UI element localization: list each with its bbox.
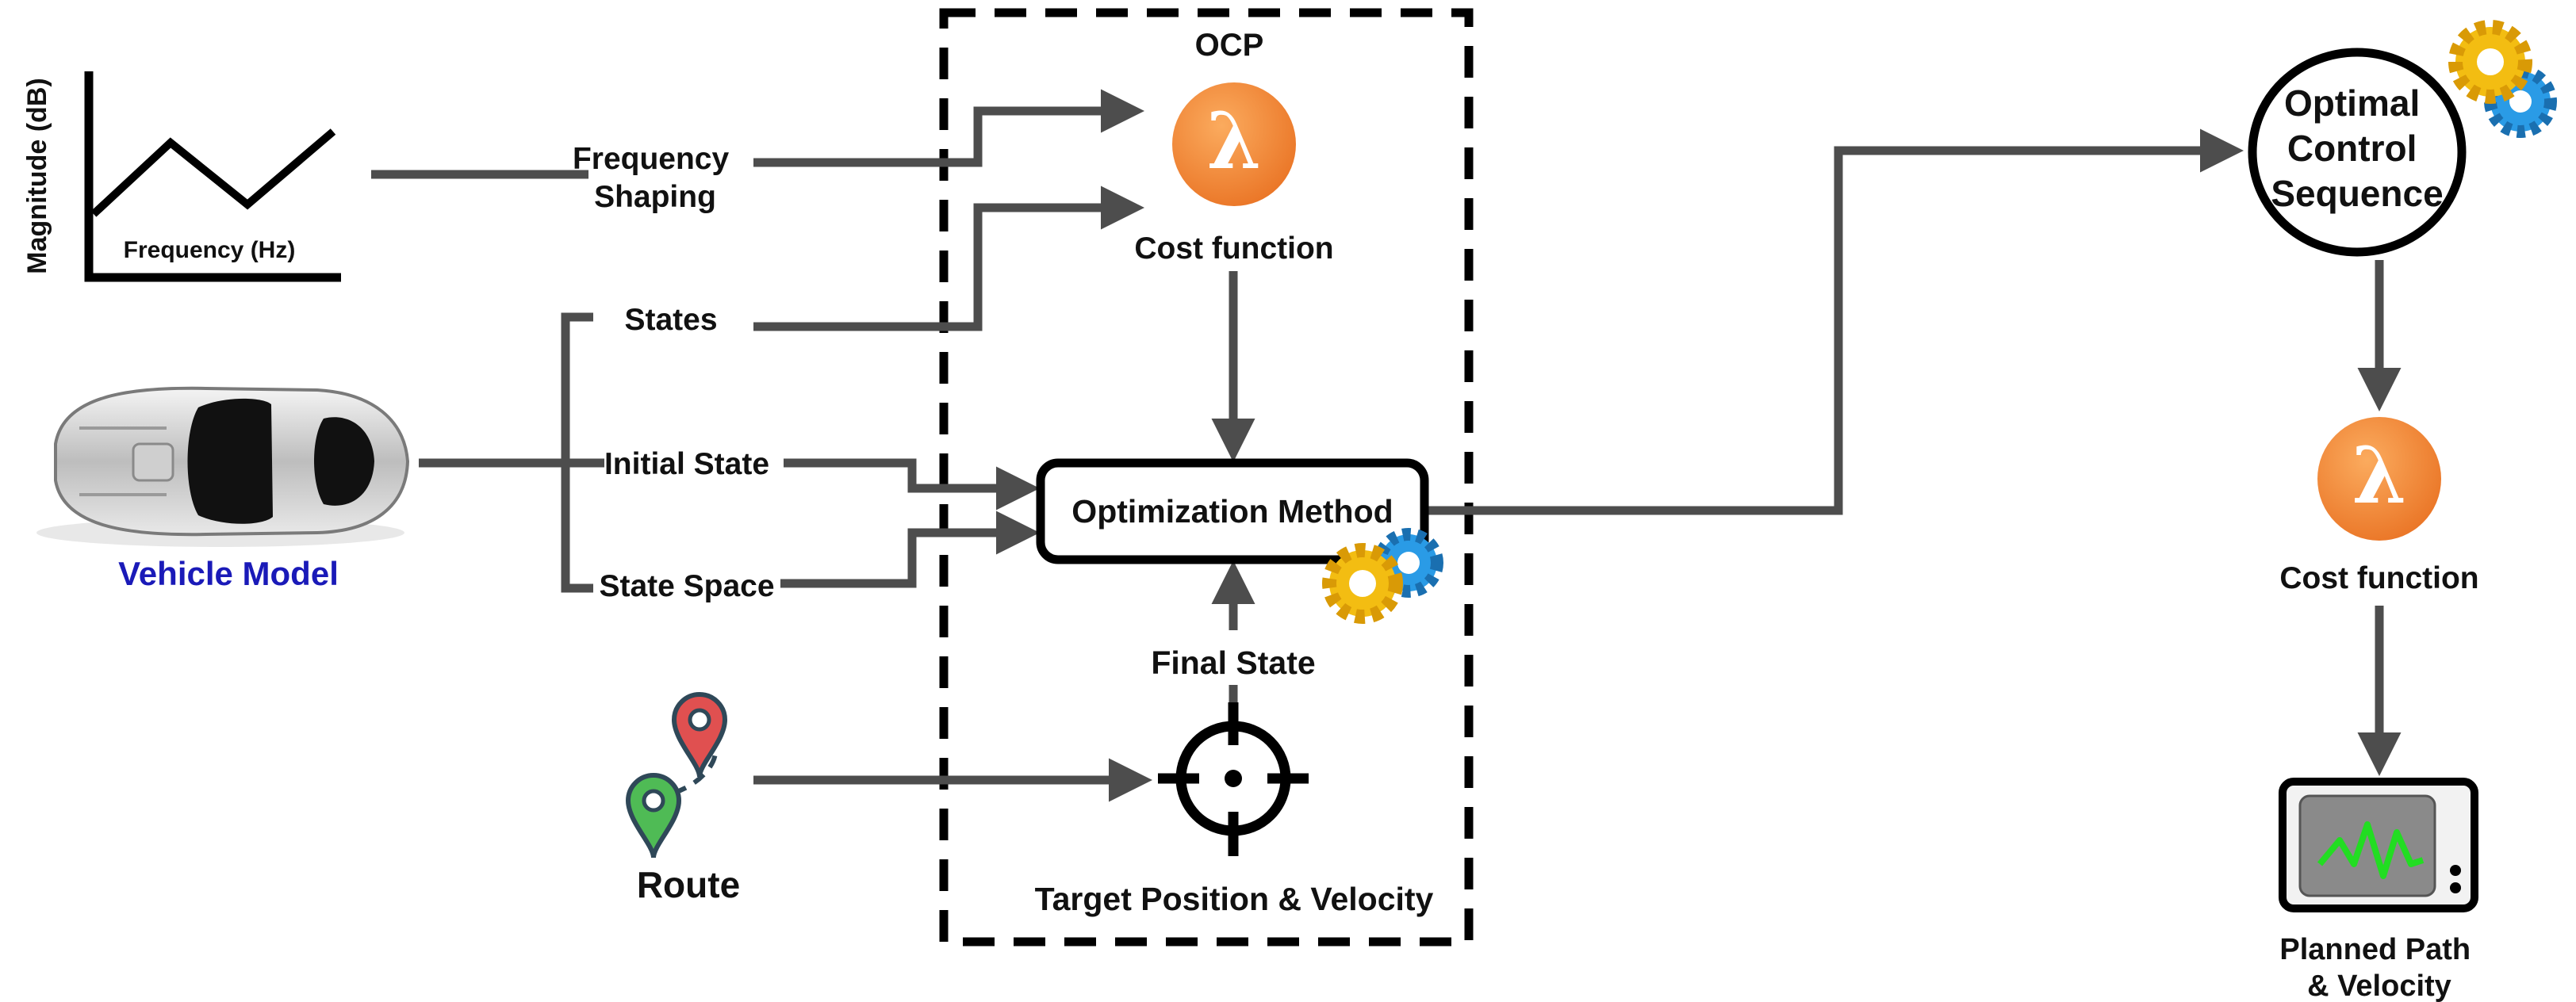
ocp-frame xyxy=(939,8,1474,947)
vehicle-model-label: Vehicle Model xyxy=(118,555,339,592)
gears-icon xyxy=(1322,528,1443,624)
gears-icon xyxy=(2448,20,2557,138)
state-space-label: State Space xyxy=(599,569,774,603)
vehicle-states-bracket xyxy=(561,312,593,593)
state-space-to-optimization-arrow xyxy=(780,511,1040,588)
car-top-view-icon xyxy=(36,386,410,547)
output-cost-function-label: Cost function xyxy=(2279,561,2478,595)
ocs-line-2: Control xyxy=(2287,128,2417,169)
final-state-label: Final State xyxy=(1151,644,1315,681)
frequency-shaping-line-2: Shaping xyxy=(594,180,716,214)
graph-ylabel: Magnitude (dB) xyxy=(22,78,52,273)
frequency-shaping-line-1: Frequency xyxy=(573,142,730,176)
frequency-shaping-label: Frequency Shaping xyxy=(573,142,738,214)
optimization-method-box xyxy=(1036,458,1429,564)
optimal-control-sequence-node xyxy=(2248,48,2467,257)
optimal-control-sequence-label: Optimal Control Sequence xyxy=(2271,82,2443,214)
lambda-icon: λ xyxy=(1172,82,1296,206)
ocp-title: OCP xyxy=(1195,28,1264,63)
route-label: Route xyxy=(637,864,740,905)
planned-path-line-2: & Velocity xyxy=(2307,969,2451,1002)
ocs-line-3: Sequence xyxy=(2271,173,2443,214)
target-label: Target Position & Velocity xyxy=(1035,881,1434,917)
frequency-response-graph-icon xyxy=(84,71,341,282)
graph-xlabel: Frequency (Hz) xyxy=(124,237,296,263)
svg-text:λ: λ xyxy=(1207,96,1262,187)
lambda-icon: λ xyxy=(2317,417,2441,541)
ocs-line-1: Optimal xyxy=(2284,82,2420,124)
optimization-to-output-arrow xyxy=(1420,128,2244,515)
shaping-to-cost-arrow xyxy=(753,89,1144,167)
monitor-waveform-icon xyxy=(2279,778,2478,912)
states-to-cost-arrow xyxy=(753,185,1144,331)
ocp-cost-function-label: Cost function xyxy=(1134,231,1333,266)
initial-state-to-optimization-arrow xyxy=(784,458,1040,511)
map-pins-route-icon xyxy=(625,692,728,859)
planned-path-label: Planned Path & Velocity xyxy=(2279,933,2478,1002)
states-label: States xyxy=(624,303,717,337)
optimization-method-label: Optimization Method xyxy=(1071,493,1393,530)
initial-state-label: Initial State xyxy=(604,447,769,481)
crosshair-target-icon xyxy=(1158,702,1309,856)
svg-text:λ: λ xyxy=(2352,430,2407,522)
planned-path-line-1: Planned Path xyxy=(2279,933,2471,966)
